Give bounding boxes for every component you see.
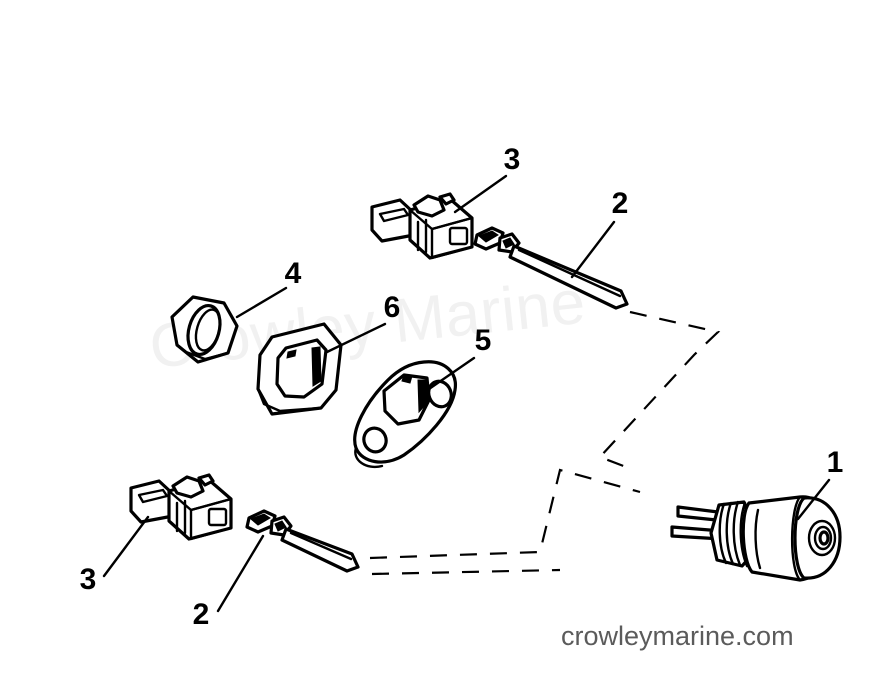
part-key-head-upper <box>370 192 474 260</box>
callout-number-4: 4 <box>285 257 302 290</box>
leader-5 <box>427 356 476 391</box>
callout-number-1: 1 <box>827 446 844 479</box>
leader-3-upper <box>453 174 508 214</box>
leader-lines <box>102 174 831 613</box>
guide-line-lower-branch <box>371 568 561 576</box>
part-gasket <box>256 322 343 416</box>
callout-number-3-lower: 3 <box>80 563 97 596</box>
callout-number-2-upper: 2 <box>612 187 629 220</box>
footer-watermark: crowleymarine.com <box>561 621 794 651</box>
guide-line-lower <box>369 468 641 560</box>
leader-2-upper <box>570 220 616 279</box>
leader-6 <box>325 322 387 354</box>
callout-numbers: 1 2 3 4 6 5 3 2 <box>80 143 844 631</box>
callout-number-2-lower: 2 <box>193 598 210 631</box>
part-hex-nut <box>170 295 239 364</box>
leader-2-lower <box>216 534 265 613</box>
callout-number-3-upper: 3 <box>504 143 521 176</box>
callout-number-5: 5 <box>475 324 492 357</box>
guide-line-upper <box>598 310 721 472</box>
assembly-guide-lines <box>369 310 721 576</box>
leader-1 <box>796 478 831 521</box>
callout-number-6: 6 <box>384 291 401 324</box>
part-key-lower <box>245 509 360 573</box>
leader-4 <box>235 286 288 319</box>
part-key-head-lower <box>129 473 233 541</box>
leader-3-lower <box>102 515 150 578</box>
part-key-upper <box>473 226 629 310</box>
part-ignition-switch-body <box>670 495 842 582</box>
